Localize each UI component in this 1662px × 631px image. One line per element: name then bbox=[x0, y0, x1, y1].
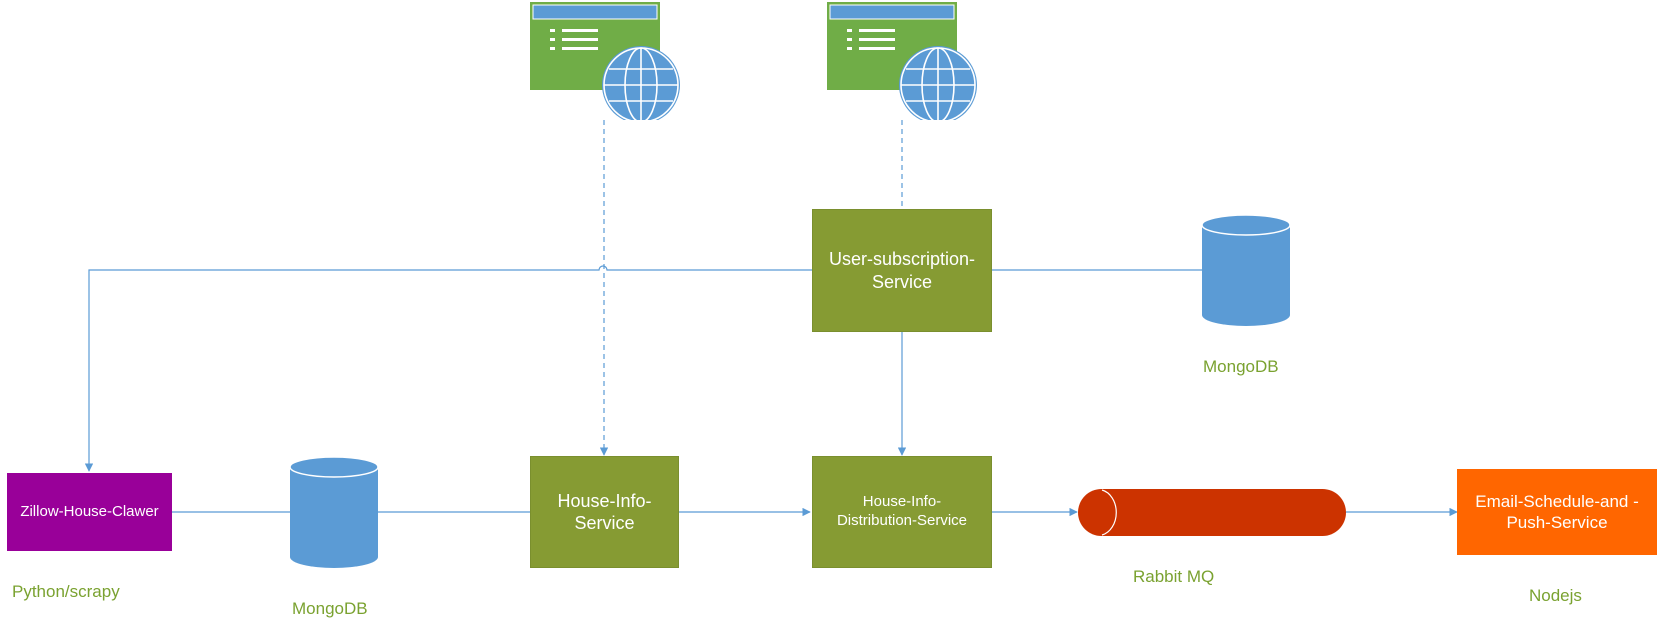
email-schedule-push-service-node[interactable]: Email-Schedule-and - Push-Service bbox=[1457, 469, 1657, 555]
rabbit-mq-caption: Rabbit MQ bbox=[1133, 567, 1215, 586]
user-subscription-service-label: User-subscription- Service bbox=[828, 249, 976, 292]
house-info-service-node[interactable]: House-Info- Service bbox=[530, 456, 679, 568]
web-client-house-icon bbox=[530, 2, 680, 125]
house-info-distribution-service-node[interactable]: House-Info- Distribution-Service bbox=[812, 456, 992, 568]
web-client-subscription-icon bbox=[827, 2, 977, 125]
mongodb-crawler-caption: MongoDB bbox=[292, 599, 368, 618]
user-subscription-service-node[interactable]: User-subscription- Service bbox=[812, 209, 992, 332]
edge-subscription-to-crawler bbox=[84, 265, 812, 472]
rabbit-mq-queue-icon bbox=[1077, 488, 1349, 543]
zillow-house-crawler-node[interactable]: Zillow-House-Clawer bbox=[7, 473, 172, 551]
house-info-distribution-service-label: House-Info- Distribution-Service bbox=[836, 493, 968, 529]
house-info-service-label: House-Info- Service bbox=[557, 490, 652, 534]
zillow-crawler-caption: Python/scrapy bbox=[12, 582, 120, 601]
mongodb-subscription-caption: MongoDB bbox=[1203, 357, 1279, 376]
email-schedule-push-service-label: Email-Schedule-and - Push-Service bbox=[1475, 491, 1639, 532]
mongodb-crawler-database-icon bbox=[288, 455, 380, 576]
mongodb-subscription-database-icon bbox=[1200, 213, 1292, 334]
zillow-house-crawler-label: Zillow-House-Clawer bbox=[20, 502, 159, 520]
email-service-caption: Nodejs bbox=[1529, 586, 1582, 605]
